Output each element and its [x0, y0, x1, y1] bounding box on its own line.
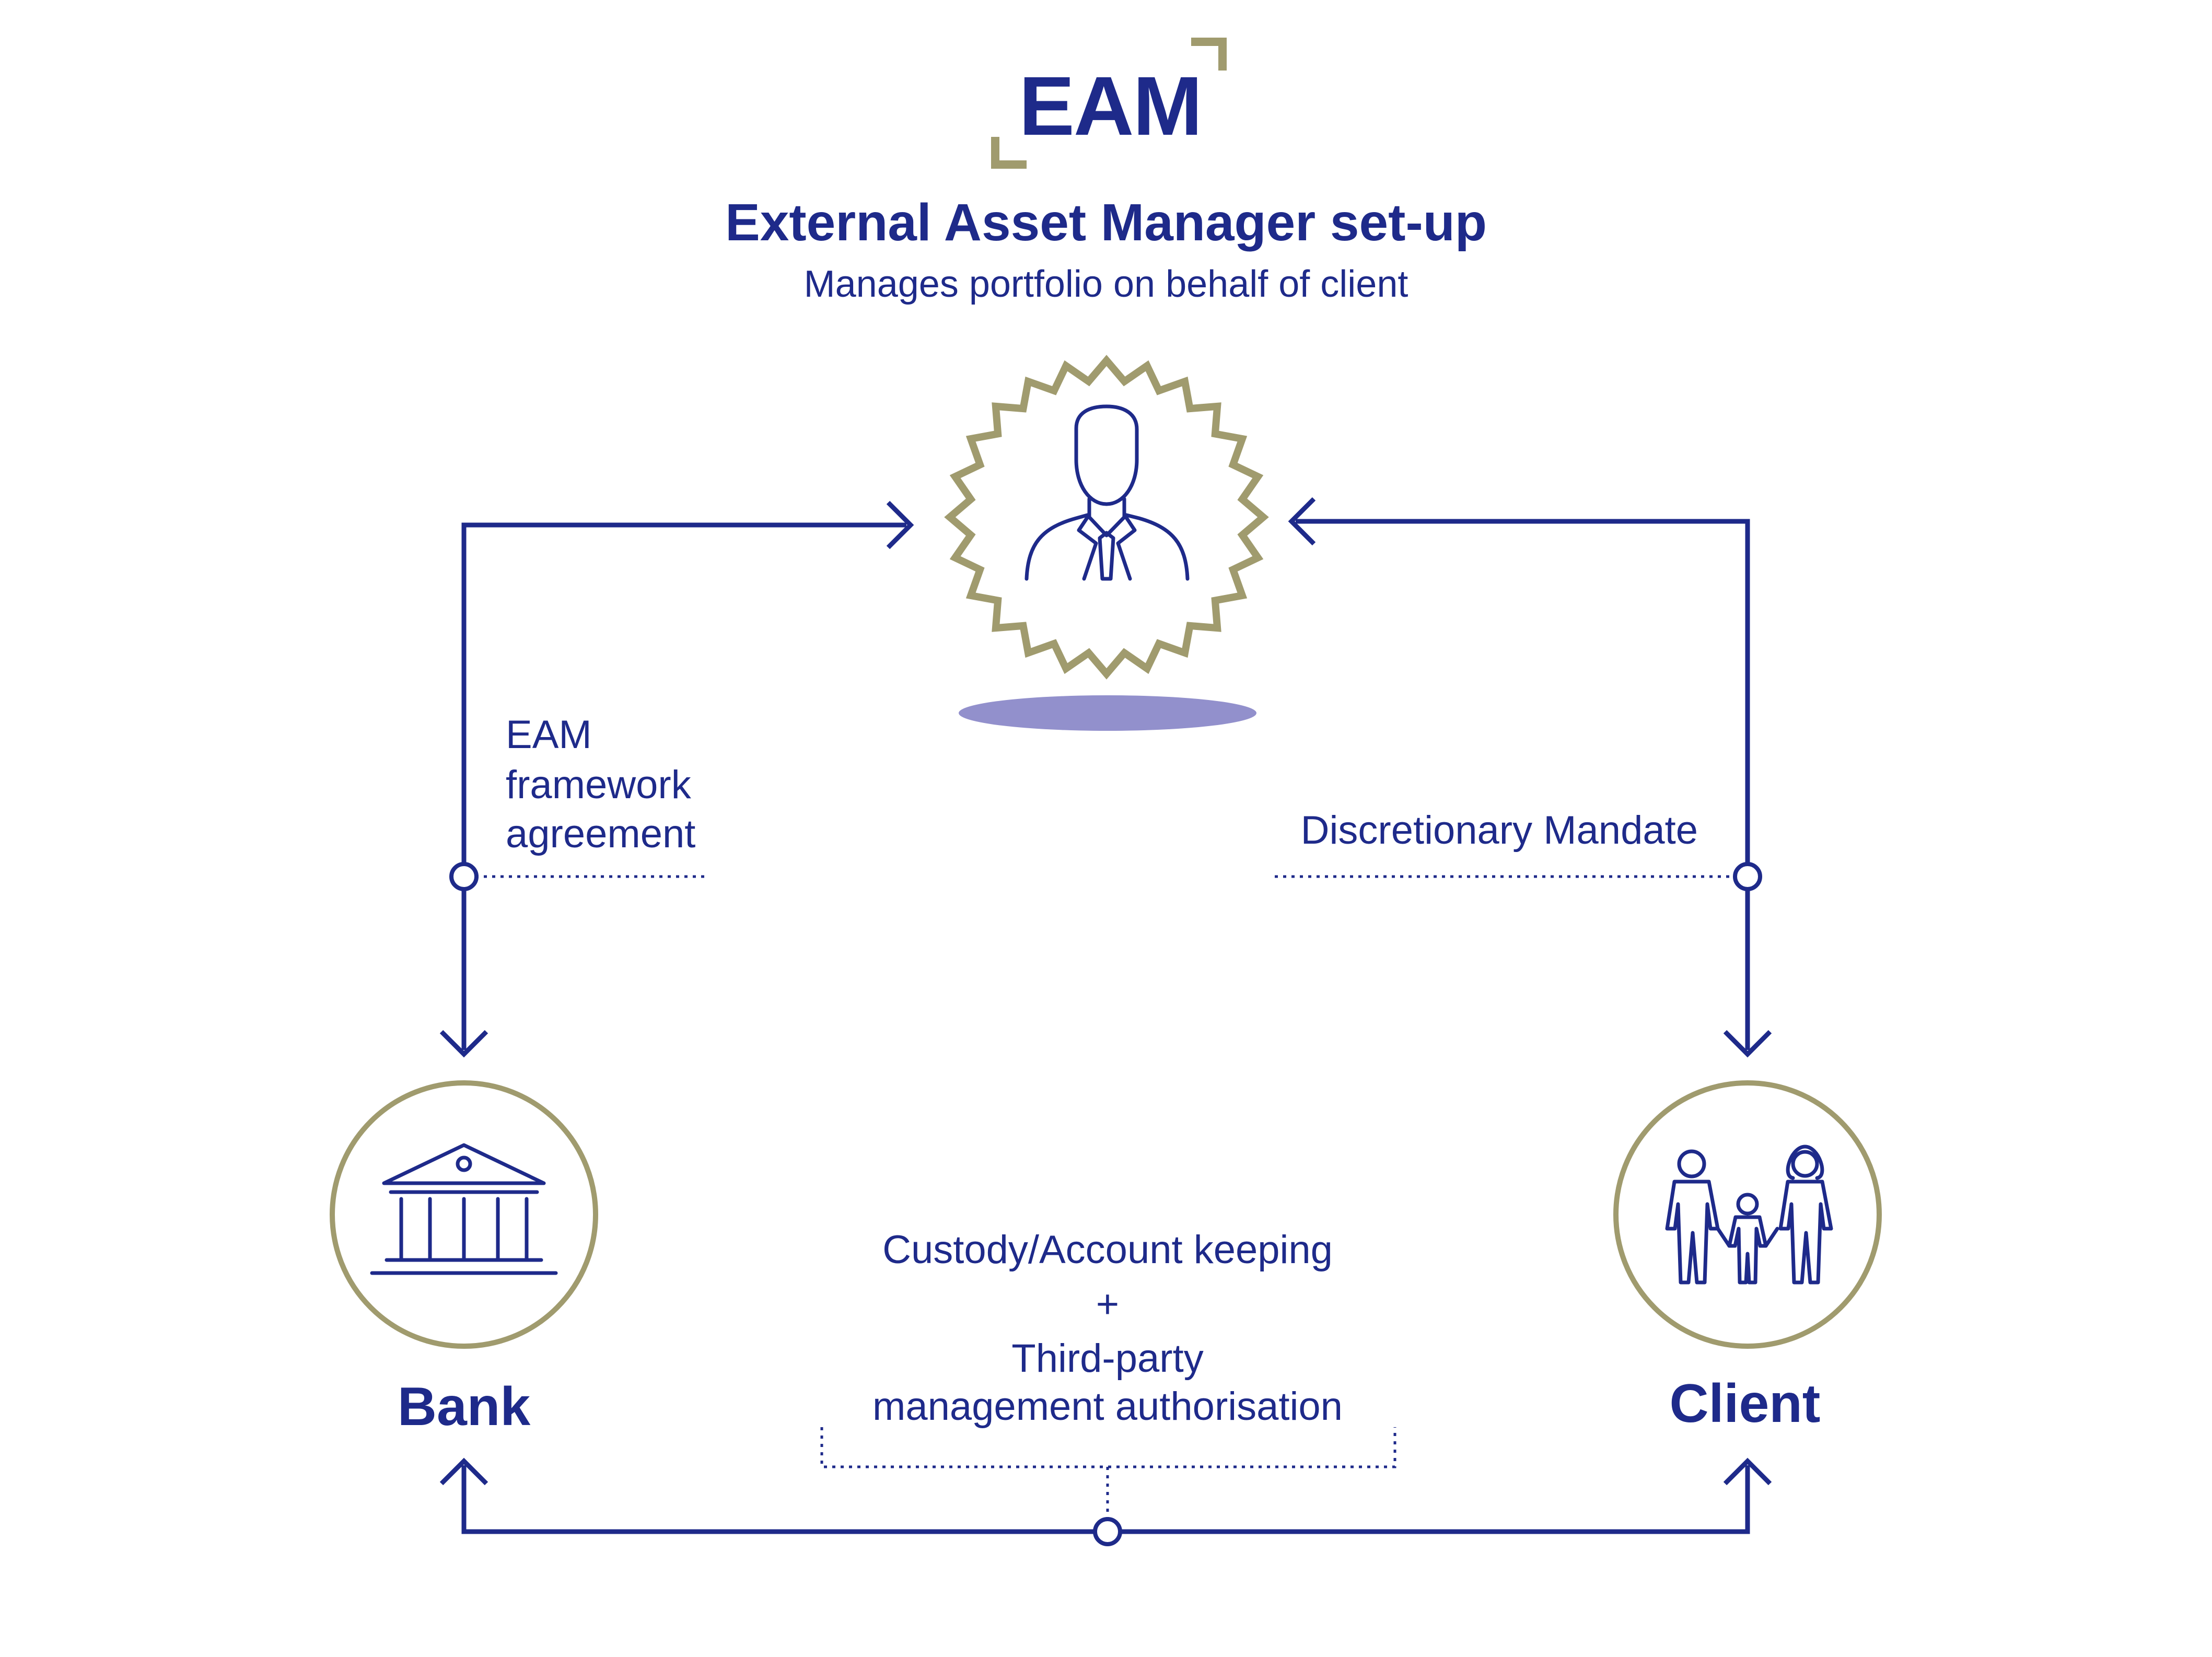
arrow-head-to-bank-top: [439, 1030, 488, 1058]
bank-node: Bank: [330, 1080, 598, 1437]
client-node: Client: [1613, 1080, 1882, 1434]
bottom-relation-line-3: Third-party: [1011, 1336, 1203, 1381]
flow-line-client-eam: [1296, 519, 1750, 1050]
bottom-relation-line-1: Custody/Account keeping: [882, 1228, 1333, 1272]
bottom-relation-bracket: [820, 1427, 1396, 1468]
logo-bracket-bottom-left: [991, 137, 1027, 169]
eam-node: [944, 355, 1269, 731]
family-icon: [1665, 1145, 1833, 1285]
bottom-relation-knob: [1093, 1517, 1122, 1546]
arrow-head-to-client-bottom: [1723, 1457, 1772, 1486]
left-relation-line-2: framework: [506, 763, 692, 807]
arrow-head-to-client-top: [1723, 1030, 1772, 1058]
left-relation-label: EAM framework agreement: [506, 713, 695, 856]
client-label: Client: [1670, 1373, 1821, 1434]
bank-building-icon: [370, 1143, 558, 1275]
eam-seal-badge: [944, 355, 1269, 680]
right-relation-knob: [1733, 862, 1762, 891]
bottom-relation-label: Custody/Account keeping + Third-party ma…: [872, 1228, 1343, 1429]
business-person-icon: [1024, 404, 1190, 581]
left-relation-line-3: agreement: [506, 812, 695, 856]
bank-label: Bank: [398, 1376, 530, 1437]
arrow-head-to-eam-left: [886, 500, 914, 550]
arrow-head-to-eam-right: [1288, 497, 1316, 546]
bottom-relation-line-2: +: [1096, 1282, 1119, 1326]
page-title: External Asset Manager set-up: [725, 193, 1487, 252]
eam-logo: EAM: [991, 38, 1227, 169]
left-relation-knob: [449, 862, 479, 891]
right-relation-label: Discretionary Mandate: [1301, 808, 1698, 853]
page-subtitle: Manages portfolio on behalf of client: [804, 263, 1408, 305]
eam-node-shadow: [959, 695, 1256, 731]
logo-text: EAM: [1019, 59, 1202, 153]
logo-bracket-top-right: [1191, 38, 1227, 71]
bottom-relation-line-4: management authorisation: [872, 1384, 1343, 1429]
arrow-head-to-bank-bottom: [439, 1457, 488, 1486]
left-relation-line-1: EAM: [506, 713, 592, 757]
